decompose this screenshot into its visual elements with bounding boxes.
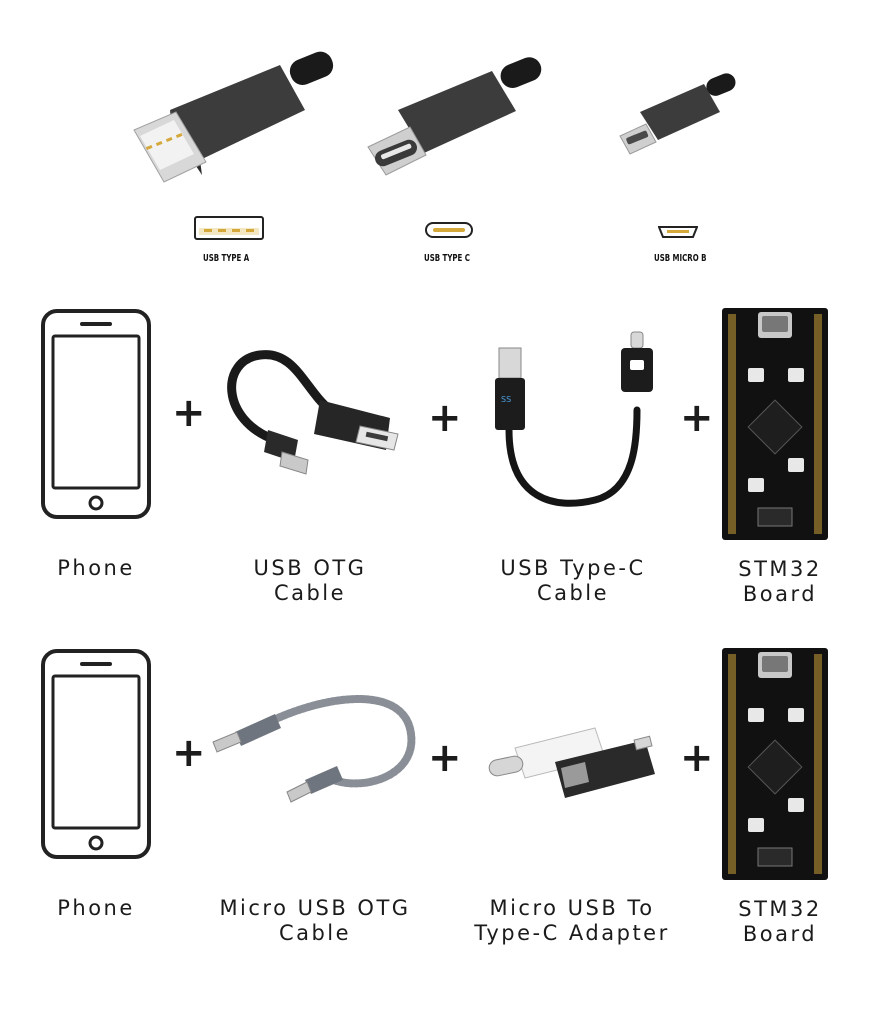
caption-line: Board <box>742 582 818 606</box>
plus-sign: + <box>680 395 714 441</box>
plus-sign: + <box>428 395 462 441</box>
caption-line: Cable <box>278 921 352 945</box>
connector-overview: USB TYPE A USB TYPE C USB MICRO B <box>0 0 874 280</box>
micro-usb-to-type-c-adapter-icon <box>488 727 655 798</box>
caption-line: Cable <box>273 581 347 605</box>
smartphone-icon <box>41 309 151 519</box>
usb-type-a-label: USB TYPE A <box>203 253 250 264</box>
usb-type-c-port-icon <box>425 222 473 238</box>
caption-line: Board <box>742 922 818 946</box>
micro-usb-otg-cable-caption: Micro USB OTG Cable <box>195 896 435 946</box>
plus-sign: + <box>172 730 206 776</box>
usb-micro-b-label: USB MICRO B <box>654 253 707 264</box>
caption-line: STM32 <box>738 897 822 921</box>
plus-sign: + <box>680 735 714 781</box>
plus-sign: + <box>428 735 462 781</box>
usb-type-c-plug-icon <box>367 57 542 176</box>
usb-type-a-plug-icon <box>133 51 334 183</box>
usb-type-a-port-icon <box>194 216 264 240</box>
phone-caption: Phone <box>36 896 156 921</box>
caption-line: Micro USB To <box>489 896 655 920</box>
caption-line: Micro USB OTG <box>219 896 411 920</box>
caption-line: USB OTG <box>253 556 367 580</box>
smartphone-icon <box>41 649 151 859</box>
plus-sign: + <box>172 390 206 436</box>
usb-otg-cable-icon <box>227 350 399 475</box>
usb-micro-b-plug-icon <box>619 73 736 155</box>
micro-usb-to-type-c-adapter-caption: Micro USB To Type-C Adapter <box>445 896 699 946</box>
setup-row-1: + + SS + Phone USB OTG Ca <box>0 300 874 620</box>
usb-type-c-label: USB TYPE C <box>424 253 470 264</box>
caption-line: Phone <box>57 556 135 580</box>
micro-usb-otg-cable-icon <box>212 695 416 803</box>
usb-otg-cable-caption: USB OTG Cable <box>220 556 400 606</box>
caption-line: STM32 <box>738 557 822 581</box>
usb-micro-b-port-icon <box>658 226 698 238</box>
stm32-board-icon <box>722 648 828 880</box>
caption-line: Type-C Adapter <box>474 921 670 945</box>
phone-caption: Phone <box>36 556 156 581</box>
stm32-board-icon <box>722 308 828 540</box>
setup-row-2: + + + Phone Micro USB OTG Cable <box>0 640 874 960</box>
usb-type-c-cable-caption: USB Type-C Cable <box>468 556 678 606</box>
caption-line: Phone <box>57 896 135 920</box>
caption-line: Cable <box>536 581 610 605</box>
stm32-board-caption: STM32 Board <box>715 897 845 947</box>
stm32-board-caption: STM32 Board <box>715 557 845 607</box>
caption-line: USB Type-C <box>500 556 646 580</box>
svg-text:SS: SS <box>501 395 511 404</box>
usb-type-c-cable-icon: SS <box>495 331 653 507</box>
